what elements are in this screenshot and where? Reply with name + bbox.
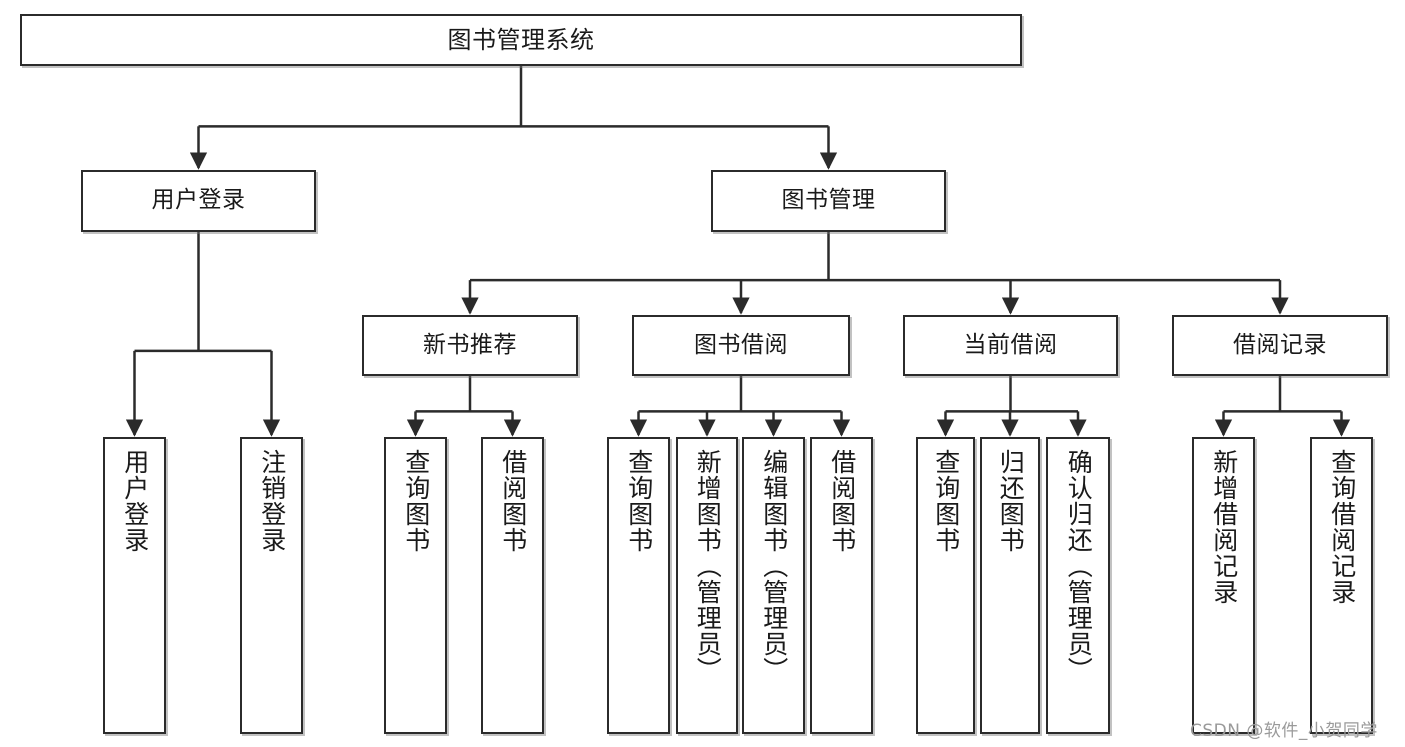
node-label: 借阅图书 (498, 449, 528, 553)
node-label: 用户登录 (120, 449, 150, 553)
connector-bus (198, 66, 829, 128)
node-leaf-query-book-1[interactable]: 查询图书 (384, 437, 447, 734)
node-book-borrow[interactable]: 图书借阅 (632, 315, 850, 376)
node-book-manage[interactable]: 图书管理 (711, 170, 946, 232)
node-label: 借阅图书 (827, 449, 857, 553)
node-leaf-borrow-book-1[interactable]: 借阅图书 (481, 437, 544, 734)
node-label: 图书管理 (781, 187, 876, 214)
node-leaf-query-book-2[interactable]: 查询图书 (607, 437, 670, 734)
node-user-login[interactable]: 用户登录 (81, 170, 316, 232)
connector-bus (134, 232, 272, 353)
node-leaf-edit-book[interactable]: 编辑图书（管理员） (742, 437, 805, 734)
node-label: 注销登录 (257, 449, 287, 553)
connector-bus (470, 232, 1280, 282)
node-leaf-return-book[interactable]: 归还图书 (980, 437, 1040, 734)
node-leaf-add-record[interactable]: 新增借阅记录 (1192, 437, 1255, 734)
node-leaf-user-login[interactable]: 用户登录 (103, 437, 166, 734)
node-label: 新书推荐 (423, 331, 517, 358)
connector-bus (1223, 376, 1342, 413)
node-label: 归还图书 (996, 449, 1026, 553)
connector-bus (638, 376, 842, 413)
node-label: 查询图书 (401, 449, 431, 553)
node-label: 查询借阅记录 (1327, 449, 1357, 605)
node-label: 用户登录 (151, 187, 246, 214)
node-label: 编辑图书（管理员） (759, 449, 789, 683)
node-leaf-query-book-3[interactable]: 查询图书 (916, 437, 975, 734)
node-label: 查询图书 (624, 449, 654, 553)
node-borrow-record[interactable]: 借阅记录 (1172, 315, 1388, 376)
node-leaf-add-book[interactable]: 新增图书（管理员） (676, 437, 738, 734)
node-label: 图书借阅 (694, 331, 788, 358)
connector-bus (945, 376, 1078, 413)
node-label: 图书管理系统 (447, 25, 595, 54)
csdn-watermark: CSDN @软件_小贺同学 (1190, 721, 1378, 741)
node-label: 新增图书（管理员） (693, 449, 723, 683)
node-leaf-confirm-return[interactable]: 确认归还（管理员） (1046, 437, 1110, 734)
node-leaf-borrow-book-2[interactable]: 借阅图书 (810, 437, 873, 734)
node-leaf-query-record[interactable]: 查询借阅记录 (1310, 437, 1373, 734)
connector-bus (415, 376, 513, 413)
node-label: 新增借阅记录 (1209, 449, 1239, 605)
node-leaf-user-logout[interactable]: 注销登录 (240, 437, 303, 734)
node-label: 确认归还（管理员） (1064, 449, 1094, 683)
node-label: 借阅记录 (1233, 331, 1327, 358)
node-label: 查询图书 (931, 449, 961, 553)
node-root[interactable]: 图书管理系统 (20, 14, 1022, 66)
node-label: 当前借阅 (963, 331, 1058, 358)
node-current-borrow[interactable]: 当前借阅 (903, 315, 1118, 376)
node-new-book-rec[interactable]: 新书推荐 (362, 315, 578, 376)
